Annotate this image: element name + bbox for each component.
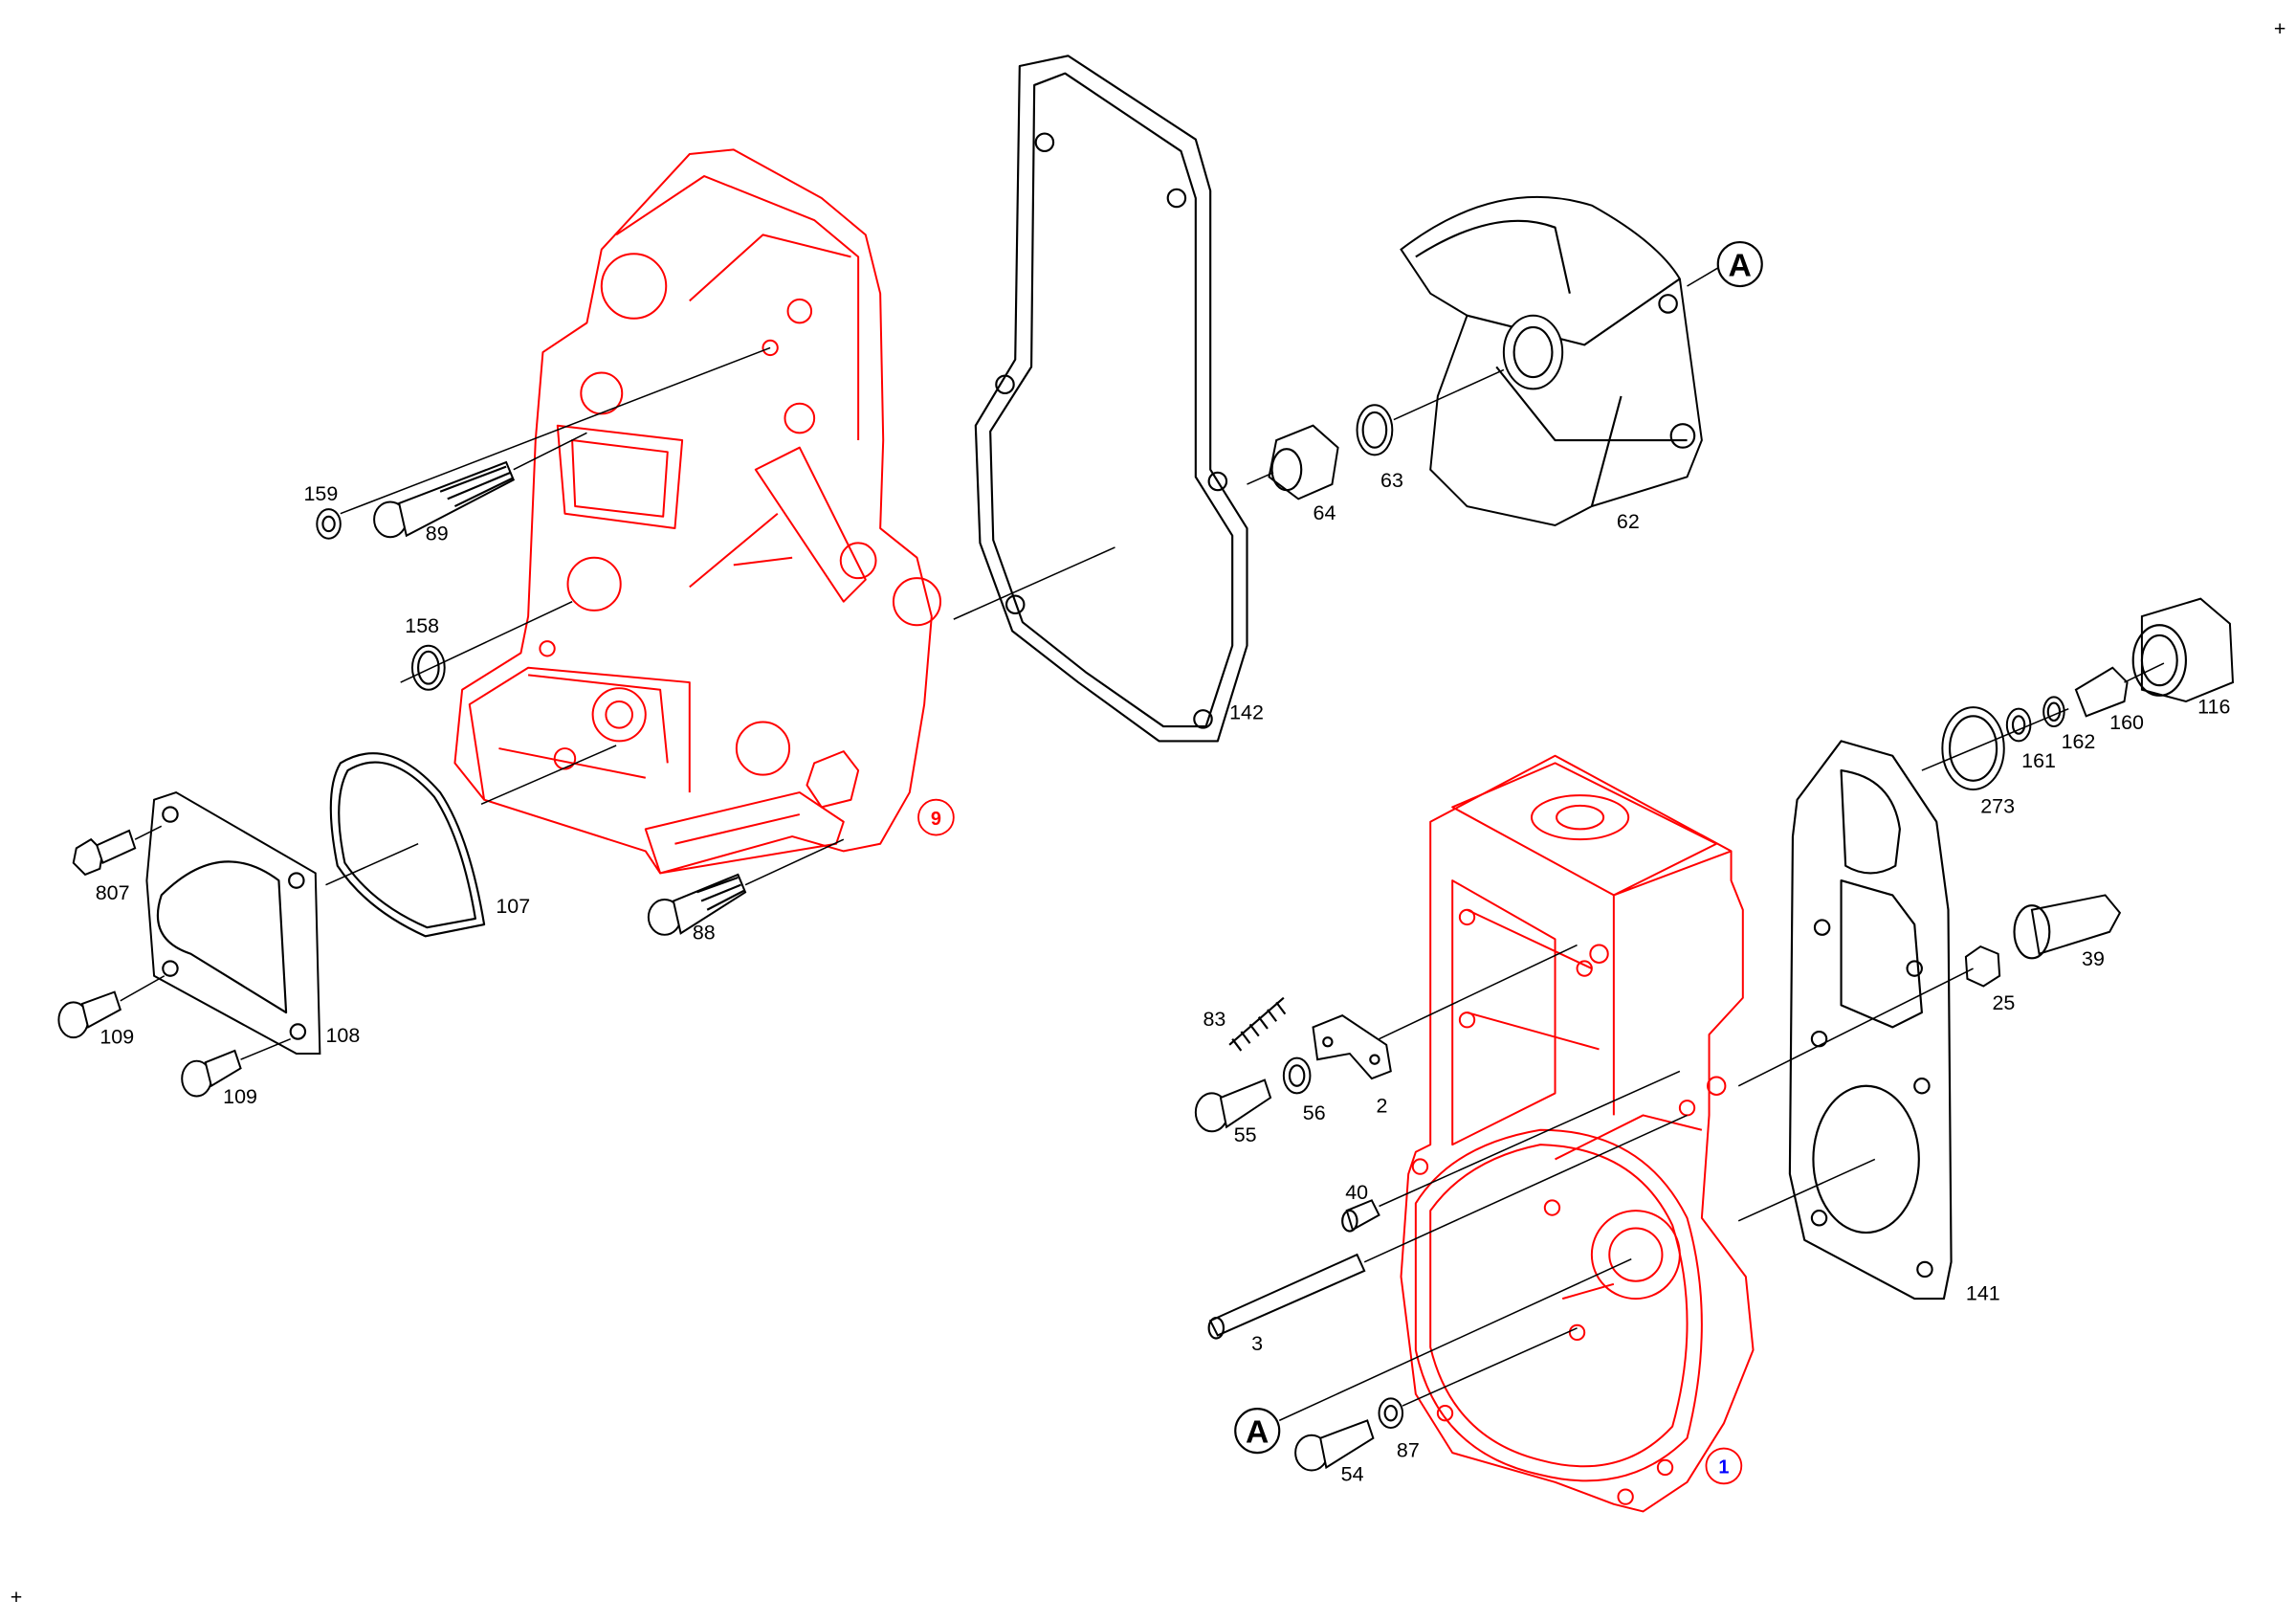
label-158[interactable]: 158 xyxy=(405,614,439,637)
label-3[interactable]: 3 xyxy=(1251,1332,1263,1355)
part-273-ring[interactable] xyxy=(1921,706,2069,790)
part-25-nut[interactable] xyxy=(1737,945,2001,1087)
label-63[interactable]: 63 xyxy=(1380,469,1403,492)
label-25[interactable]: 25 xyxy=(1993,991,2016,1014)
assembly-1-circle xyxy=(1705,1447,1743,1485)
label-109-lower[interactable]: 109 xyxy=(223,1085,257,1108)
label-161[interactable]: 161 xyxy=(2021,749,2056,772)
assembly-9-housing[interactable] xyxy=(453,148,942,875)
label-159[interactable]: 159 xyxy=(303,482,338,505)
crosshair-marker-bottom: + xyxy=(11,1586,23,1609)
part-141-gasket[interactable] xyxy=(1737,740,1953,1301)
label-55[interactable]: 55 xyxy=(1234,1123,1257,1146)
part-162-washer[interactable] xyxy=(2042,696,2065,728)
part-54-bolt[interactable] xyxy=(1294,1419,1375,1472)
part-107-gasket[interactable] xyxy=(325,745,617,938)
assembly-9-circle xyxy=(917,798,955,836)
label-87[interactable]: 87 xyxy=(1397,1439,1420,1462)
reference-a-top-label: A xyxy=(1729,247,1752,283)
part-2-bracket[interactable] xyxy=(1312,944,1578,1080)
label-2[interactable]: 2 xyxy=(1376,1094,1387,1117)
part-116-nut[interactable] xyxy=(2131,597,2235,703)
label-40[interactable]: 40 xyxy=(1345,1181,1368,1204)
assembly-9-number: 9 xyxy=(931,809,941,830)
crosshair-marker-top: + xyxy=(2274,17,2286,40)
label-273[interactable]: 273 xyxy=(1980,795,2015,818)
label-116[interactable]: 116 xyxy=(2197,695,2230,718)
label-108[interactable]: 108 xyxy=(325,1024,360,1047)
label-160[interactable]: 160 xyxy=(2109,711,2144,734)
part-63-ring[interactable] xyxy=(1356,368,1505,456)
label-107[interactable]: 107 xyxy=(496,895,530,918)
label-62[interactable]: 62 xyxy=(1617,510,1640,533)
part-83-spring[interactable] xyxy=(1228,996,1287,1052)
label-56[interactable]: 56 xyxy=(1303,1101,1326,1124)
part-89-bolt[interactable] xyxy=(373,432,587,539)
label-142[interactable]: 142 xyxy=(1229,700,1264,723)
part-39-pin[interactable] xyxy=(2013,894,2122,960)
part-159-washer[interactable] xyxy=(316,346,771,540)
part-3-spring[interactable] xyxy=(1207,1114,1688,1340)
label-54[interactable]: 54 xyxy=(1341,1462,1364,1485)
label-89[interactable]: 89 xyxy=(426,522,449,545)
part-40-pin[interactable] xyxy=(1341,1070,1681,1233)
assembly-1-number: 1 xyxy=(1718,1457,1729,1478)
label-141[interactable]: 141 xyxy=(1966,1282,2000,1305)
part-160-fitting[interactable] xyxy=(2074,662,2165,718)
reference-a-bottom-label: A xyxy=(1246,1413,1269,1450)
label-807[interactable]: 807 xyxy=(96,881,130,904)
part-108-cover[interactable] xyxy=(145,790,321,1056)
assembly-1-callout[interactable]: 1 xyxy=(1705,1447,1743,1485)
assembly-9-callout[interactable]: 9 xyxy=(917,798,955,836)
label-64[interactable]: 64 xyxy=(1314,501,1336,524)
part-807-plug[interactable] xyxy=(72,825,163,877)
part-88-bolt[interactable] xyxy=(647,838,845,936)
part-109-bolt-upper[interactable] xyxy=(57,975,166,1039)
part-56-washer[interactable] xyxy=(1282,1056,1312,1095)
label-83[interactable]: 83 xyxy=(1203,1008,1226,1031)
assembly-1-housing[interactable] xyxy=(1400,754,1755,1513)
part-142-gasket[interactable] xyxy=(953,55,1248,743)
label-39[interactable]: 39 xyxy=(2082,947,2105,970)
reference-a-bottom[interactable]: A xyxy=(1234,1258,1632,1455)
part-labels: 159 89 158 807 109 109 108 107 88 142 64… xyxy=(96,469,2231,1485)
part-87-washer[interactable] xyxy=(1378,1327,1578,1430)
part-55-bolt[interactable] xyxy=(1194,1078,1272,1133)
label-109-upper[interactable]: 109 xyxy=(99,1025,134,1048)
label-88[interactable]: 88 xyxy=(693,921,716,944)
part-109-bolt-lower[interactable] xyxy=(181,1037,291,1098)
part-64-nut[interactable] xyxy=(1247,424,1339,500)
label-162[interactable]: 162 xyxy=(2062,730,2096,753)
part-161-washer[interactable] xyxy=(2005,707,2032,743)
part-158-oring[interactable] xyxy=(400,601,573,691)
reference-a-top[interactable]: A xyxy=(1716,240,1763,288)
part-62-bracket[interactable] xyxy=(1400,195,1720,527)
